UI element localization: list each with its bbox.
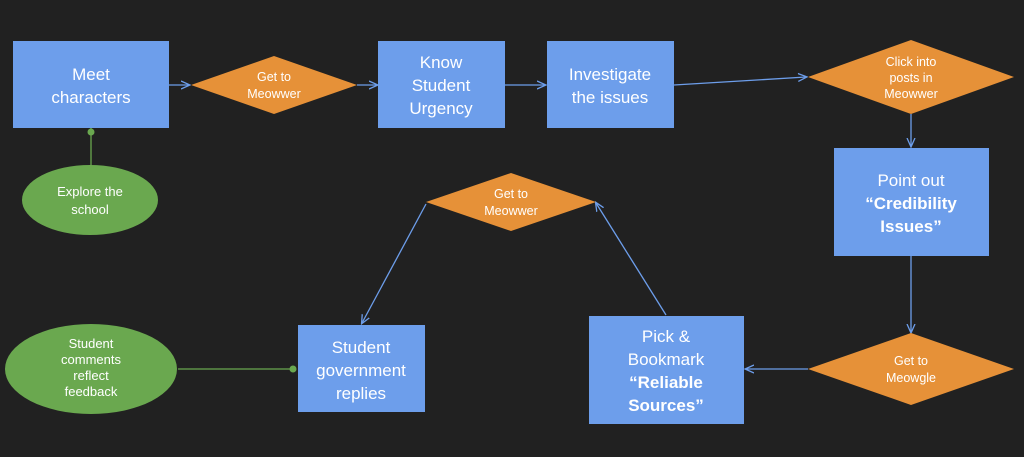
node-line: Issues” (880, 217, 941, 236)
node-student-government-replies: Student government replies (298, 325, 425, 412)
node-line: Meowwer (247, 87, 301, 101)
node-line: school (71, 202, 109, 217)
arrow-investigate-to-click (673, 77, 806, 86)
node-investigate-issues: Investigate the issues (547, 41, 674, 128)
node-line: Click into (886, 55, 937, 69)
node-line: Pick & (642, 327, 691, 346)
node-line: Sources” (628, 396, 704, 415)
decision-get-to-meowwer-2: Get to Meowwer (426, 173, 596, 231)
node-know-student-urgency: Know Student Urgency (378, 41, 505, 128)
arrow-meowwer-to-gov (362, 203, 427, 323)
node-line: the issues (572, 88, 649, 107)
node-line: Get to (494, 187, 528, 201)
node-line: Student (332, 338, 391, 357)
node-line: “Reliable (629, 373, 703, 392)
terminal-comments-feedback: Student comments reflect feedback (5, 324, 177, 414)
node-line: comments (61, 352, 121, 367)
node-meet-characters: Meet characters (13, 41, 169, 128)
decision-get-to-meowgle: Get to Meowgle (808, 333, 1014, 405)
decision-get-to-meowwer-1: Get to Meowwer (191, 56, 357, 114)
arrow-sources-to-meowwer (596, 203, 667, 316)
node-line: Urgency (409, 99, 473, 118)
node-line: Bookmark (628, 350, 705, 369)
node-line: Meowwer (484, 204, 538, 218)
decision-click-into-posts: Click into posts in Meowwer (808, 40, 1014, 114)
node-line: posts in (889, 71, 932, 85)
node-line: feedback (65, 384, 118, 399)
node-line: Student (412, 76, 471, 95)
node-line: Student (69, 336, 114, 351)
node-line: Meet (72, 65, 110, 84)
node-line: Meowwer (884, 87, 938, 101)
node-reliable-sources: Pick & Bookmark “Reliable Sources” (589, 316, 744, 424)
node-line: Meowgle (886, 371, 936, 385)
connectors (87, 77, 912, 373)
node-line: Explore the (57, 184, 123, 199)
connector-dot (87, 128, 95, 136)
node-line: Investigate (569, 65, 651, 84)
node-line: government (316, 361, 406, 380)
node-line: reflect (73, 368, 109, 383)
node-line: Get to (894, 354, 928, 368)
terminal-explore-school: Explore the school (22, 165, 158, 235)
node-line: replies (336, 384, 386, 403)
node-line: Know (420, 53, 463, 72)
connector-dot (289, 365, 297, 373)
node-line: characters (51, 88, 130, 107)
node-line: Point out (877, 171, 944, 190)
node-line: “Credibility (865, 194, 957, 213)
node-line: Get to (257, 70, 291, 84)
node-credibility-issues: Point out “Credibility Issues” (834, 148, 989, 256)
